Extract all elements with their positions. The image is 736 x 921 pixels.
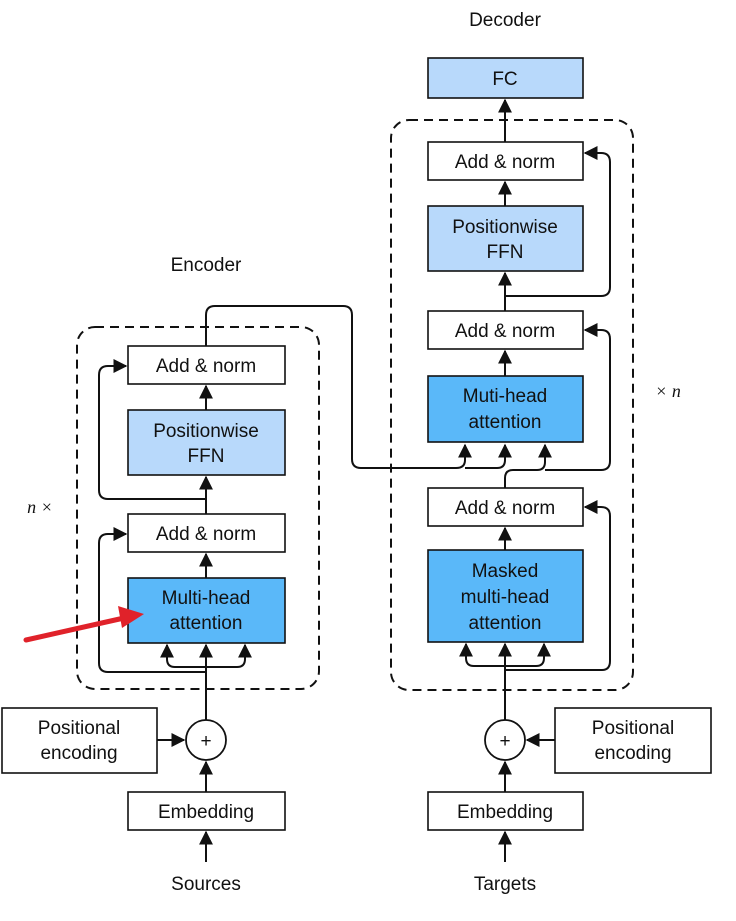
encoder-attention-label-line1: Multi-head [162,588,251,609]
decoder-masked-label-line2: multi-head [461,587,550,608]
decoder-repeat-label: × n [655,381,681,401]
red-pointer-arrow [23,606,144,643]
encoder-add-norm-top-label: Add & norm [156,356,256,377]
decoder-cross-attention-label-line1: Muti-head [463,386,548,407]
encoder-ffn-label-line1: Positionwise [153,421,259,442]
encoder-positional-encoding-box [1,707,158,774]
decoder-positional-label-line2: encoding [594,743,671,764]
decoder-masked-value-arrow [505,642,551,667]
encoder-embedding-box [127,791,286,831]
encoder-output-to-cross-attention-key-arrow [205,305,472,469]
decoder-residual-1-arrow [505,500,611,671]
decoder-ffn-label-line2: FFN [487,242,524,263]
encoder-block-frame [76,326,320,690]
decoder-add-norm-top-box [427,141,584,181]
decoder-masked-label-line3: attention [469,613,542,634]
decoder-residual-2-arrow [545,323,611,471]
decoder-title: Decoder [469,10,541,31]
decoder-add-norm-top-label: Add & norm [455,152,555,173]
encoder-positional-label-line2: encoding [40,743,117,764]
encoder-residual-1-arrow [98,527,206,673]
encoder-repeat-label: n × [27,497,53,517]
decoder-addnorm-to-cross-query-arrow [504,443,552,488]
decoder-positional-label-line1: Positional [592,718,674,739]
encoder-title: Encoder [171,255,242,276]
encoder-output-to-cross-attention-value-arrow [465,443,512,469]
decoder-cross-attention-box [427,375,584,443]
decoder-embedding-label: Embedding [457,802,553,823]
encoder-attention-key-arrow [160,643,206,668]
decoder-add-norm-middle-label: Add & norm [455,321,555,342]
decoder-masked-label-line1: Masked [472,561,539,582]
encoder-add-norm-bottom-label: Add & norm [156,524,256,545]
decoder-fc-box [427,57,584,99]
decoder-add-norm-middle-box [427,310,584,350]
encoder-embedding-label: Embedding [158,802,254,823]
encoder-attention-label-line2: attention [170,613,243,634]
encoder-residual-2-arrow [98,359,206,500]
decoder-embedding-box [427,791,584,831]
decoder-add-norm-bottom-label: Add & norm [455,498,555,519]
decoder-ffn-box [427,205,584,272]
decoder-cross-attention-label-line2: attention [469,412,542,433]
decoder-residual-3-arrow [505,146,611,297]
encoder-plus-sign: + [200,731,211,752]
decoder-input-label: Targets [474,874,536,895]
decoder-ffn-label-line1: Positionwise [452,217,558,238]
encoder-ffn-box [127,409,286,476]
decoder-block-frame [390,119,634,691]
decoder-fc-label: FC [492,69,517,90]
decoder-add-norm-bottom-box [427,487,584,527]
decoder-masked-key-arrow [459,642,505,667]
encoder-attention-value-arrow [206,643,252,668]
decoder-plus-sign: + [499,731,510,752]
encoder-ffn-label-line2: FFN [188,446,225,467]
encoder-input-label: Sources [171,874,241,895]
encoder-positional-label-line1: Positional [38,718,120,739]
